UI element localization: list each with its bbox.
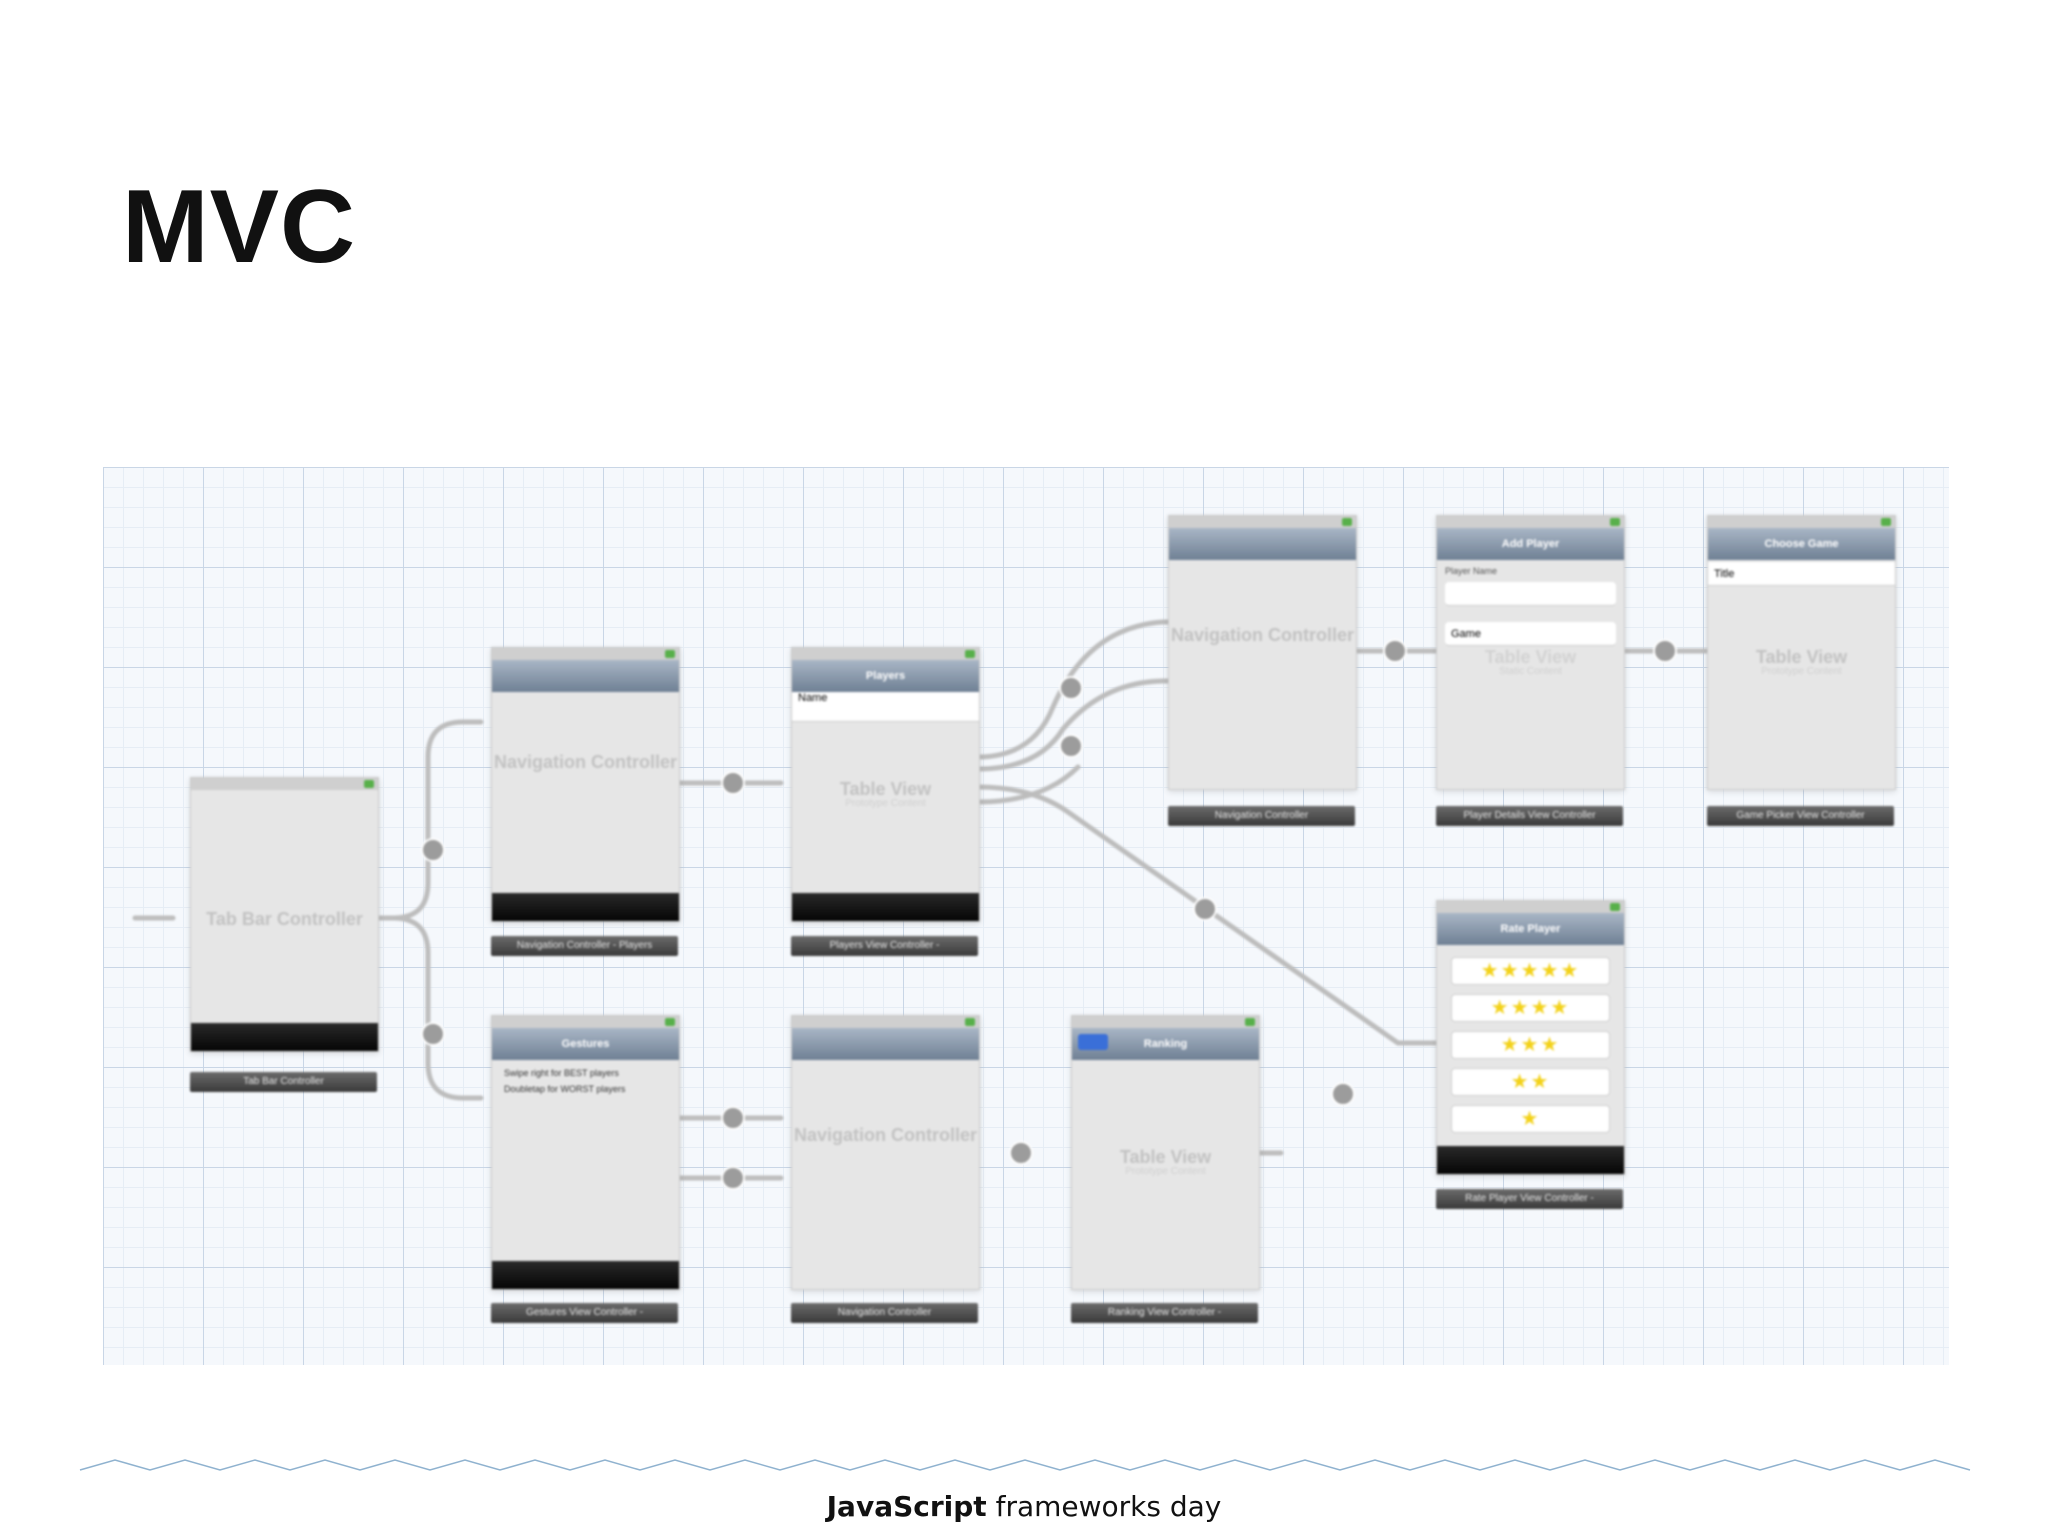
- rating-2-stars: ★★: [1451, 1068, 1610, 1096]
- scene-game-picker: Choose Game Title Table View Prototype C…: [1707, 515, 1896, 790]
- cell-title: Name: [798, 692, 828, 704]
- scene-sub-label: Prototype Content: [1125, 1166, 1206, 1178]
- game-cell: Game: [1445, 622, 1616, 646]
- rating-3-stars: ★★★: [1451, 1031, 1610, 1059]
- scene-sub-label: Static Content: [1499, 666, 1562, 678]
- gesture-hint-2: Doubletap for WORST players: [504, 1084, 626, 1094]
- rating-1-star: ★: [1451, 1105, 1610, 1133]
- nav-title: Choose Game: [1708, 528, 1895, 560]
- scene-caption: Player Details View Controller: [1436, 806, 1623, 826]
- scene-caption: Navigation Controller: [1168, 806, 1355, 826]
- scene-label: Table View: [1119, 1147, 1212, 1168]
- scene-caption: Gestures View Controller -: [491, 1303, 678, 1323]
- scene-label: Table View: [839, 779, 932, 800]
- scene-caption: Navigation Controller: [791, 1303, 978, 1323]
- scene-navigation-controller-players: Navigation Controller: [491, 647, 680, 922]
- brand-rest: frameworks day: [986, 1490, 1222, 1523]
- scene-label: Table View: [1484, 647, 1577, 668]
- scene-caption: Tab Bar Controller: [190, 1072, 377, 1092]
- gesture-hint-1: Swipe right for BEST players: [504, 1068, 619, 1078]
- nav-title: Rate Player: [1437, 913, 1624, 945]
- scene-label: Tab Bar Controller: [206, 909, 363, 930]
- prototype-cell: Title: [1708, 562, 1895, 586]
- scene-caption: Game Picker View Controller: [1707, 806, 1894, 826]
- nav-title: Players: [792, 660, 979, 692]
- scene-caption: Players View Controller -: [791, 936, 978, 956]
- scene-label: Navigation Controller: [793, 1125, 977, 1146]
- game-label: Game: [1451, 628, 1481, 640]
- nav-title: Add Player: [1437, 528, 1624, 560]
- scene-sub-label: Prototype Content: [1761, 666, 1842, 678]
- scene-ranking: Ranking Table View Prototype Content: [1071, 1015, 1260, 1290]
- scene-label: Navigation Controller: [493, 751, 677, 772]
- section-header: Player Name: [1445, 566, 1498, 576]
- scene-label: Table View: [1755, 647, 1848, 668]
- edit-button: [1078, 1034, 1108, 1050]
- rating-4-stars: ★★★★: [1451, 994, 1610, 1022]
- prototype-cell: Name: [792, 692, 979, 722]
- brand-bold: JavaScript: [826, 1490, 987, 1523]
- scene-players: Players Name Table View Prototype Conten…: [791, 647, 980, 922]
- name-cell: [1445, 582, 1616, 606]
- nav-title: Gestures: [492, 1028, 679, 1060]
- scene-navigation-controller-ranking: Navigation Controller: [791, 1015, 980, 1290]
- segue-connections: [132, 619, 1711, 1190]
- cell-title: Title: [1714, 568, 1735, 580]
- scene-caption: Ranking View Controller -: [1071, 1303, 1258, 1323]
- scene-tab-bar-controller: Tab Bar Controller: [190, 777, 379, 1052]
- scene-navigation-controller-add: Navigation Controller: [1168, 515, 1357, 790]
- scene-sub-label: Prototype Content: [845, 798, 926, 810]
- storyboard-canvas: Tab Bar Controller Tab Bar Controller Na…: [103, 467, 1949, 1365]
- wave-divider-icon: [79, 1459, 1971, 1471]
- scene-label: Navigation Controller: [1170, 625, 1354, 646]
- scene-caption: Rate Player View Controller -: [1436, 1189, 1623, 1209]
- rating-5-stars: ★★★★★: [1451, 957, 1610, 985]
- brand-logo: JavaScript frameworks day: [0, 1490, 2048, 1523]
- scene-add-player: Add Player Player Name Game Table View S…: [1436, 515, 1625, 790]
- slide-footer: JavaScript frameworks day: [0, 1450, 2048, 1536]
- scene-rate-player: Rate Player ★★★★★ ★★★★ ★★★ ★★ ★: [1436, 900, 1625, 1175]
- scene-caption: Navigation Controller - Players: [491, 936, 678, 956]
- scene-gestures: Gestures Swipe right for BEST players Do…: [491, 1015, 680, 1290]
- slide-title: MVC: [122, 169, 357, 285]
